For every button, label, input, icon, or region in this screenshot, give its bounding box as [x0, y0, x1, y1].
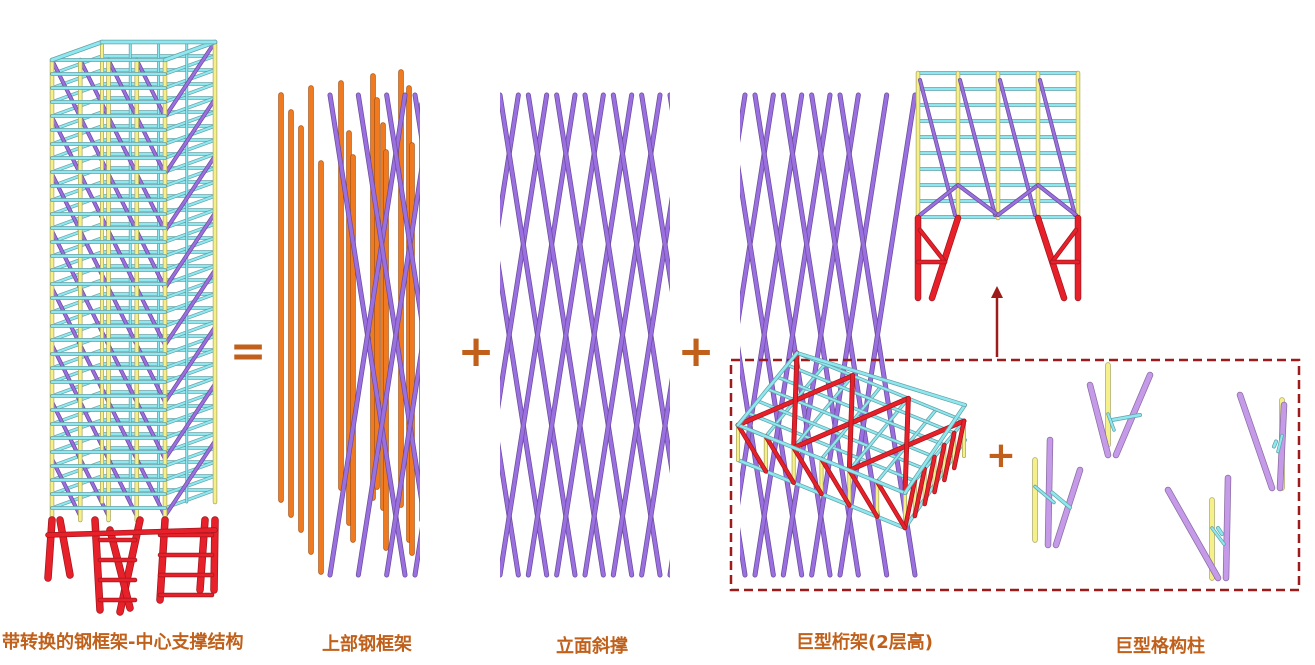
caption-mega-truss: 巨型桁架(2层高)	[796, 632, 933, 653]
callout-arrow	[991, 286, 1003, 357]
plus-sign-3: +	[985, 435, 1017, 476]
caption-mega-column: 巨型格构柱	[1115, 636, 1205, 657]
upper-steel-frame-model	[278, 69, 445, 575]
callout-box	[729, 358, 1301, 592]
plus-sign-2: +	[677, 326, 715, 377]
facade-bracing-model	[327, 80, 918, 600]
full-structure-model	[44, 39, 219, 616]
mega-lattice-columns-model	[1032, 362, 1288, 582]
equals-sign: =	[229, 326, 267, 377]
caption-full-structure: 带转换的钢框架-中心支撑结构	[2, 632, 244, 653]
caption-facade-bracing: 立面斜撑	[556, 636, 628, 657]
plus-sign-1: +	[457, 326, 495, 377]
transfer-elevation-detail	[914, 70, 1082, 302]
mega-truss-model	[735, 350, 967, 531]
caption-upper-frame: 上部钢框架	[322, 634, 412, 655]
